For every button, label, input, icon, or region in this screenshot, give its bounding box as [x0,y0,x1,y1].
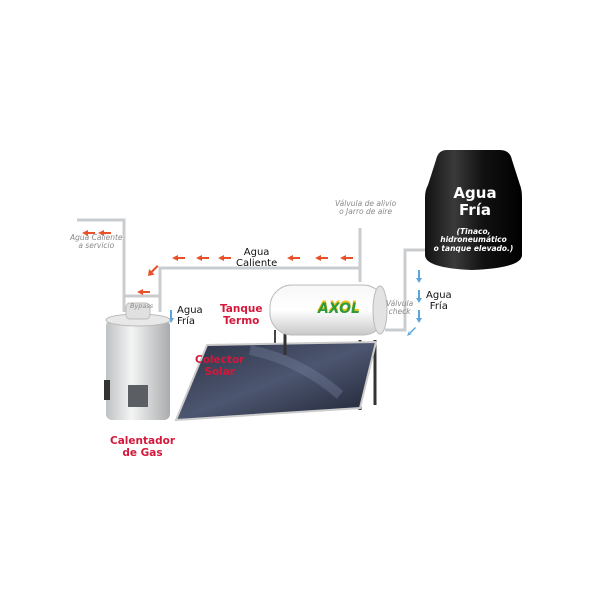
hot-water-arrows [82,230,353,295]
label-line: Solar [204,365,235,378]
label-line: Agua Caliente [70,233,123,242]
cold-water-right-label: Agua Fría [426,290,452,312]
solar-collector-label: Colector Solar [195,354,245,378]
label-line: o Jarro de aire [339,207,393,217]
thermo-tank-label: Tanque Termo [220,303,263,327]
label-line: Fría [459,200,491,219]
hot-water-label: Agua Caliente [236,247,277,269]
label-line: o tanque elevado.) [433,243,514,253]
pipes [77,218,428,332]
label-line: Agua [426,290,452,301]
gas-heater-label: Calentador de Gas [110,435,175,459]
label-line: Tanque [220,303,263,315]
cold-water-left-label: Agua Fría [177,305,203,327]
label-line: Válvula de alivio [335,199,397,208]
bypass-label: Bypass [130,302,154,310]
label-line: Fría [429,301,448,312]
label-line: Calentador [110,435,175,447]
water-tank [425,150,522,270]
label-line: Fría [177,316,196,327]
label-line: hidroneumático [440,235,507,245]
label-line: Agua [453,184,497,202]
axol-logo: AXOL [318,301,360,317]
tank-note: (Tinaco, hidroneumático o tanque elevado… [425,227,522,253]
gas-heater [104,302,171,420]
solar-collector [174,330,378,422]
label-line: Colector [195,354,245,366]
hot-water-service-label: Agua Caliente a servicio [70,233,123,251]
label-line: a servicio [78,241,115,251]
label-line: Válvula [386,299,414,308]
tank-title: Agua Fría [440,185,510,218]
check-valve-label: Válvula check [386,299,414,317]
relief-valve-label: Válvula de alivio o Jarro de aire [335,199,397,217]
label-line: Agua [177,305,203,316]
label-line: de Gas [122,446,163,459]
label-line: Termo [223,314,260,327]
thermo-tank [269,284,388,355]
label-line: check [388,307,411,317]
label-line: Agua [243,247,270,258]
label-line: Caliente [236,258,278,269]
label-line: (Tinaco, [456,227,491,236]
